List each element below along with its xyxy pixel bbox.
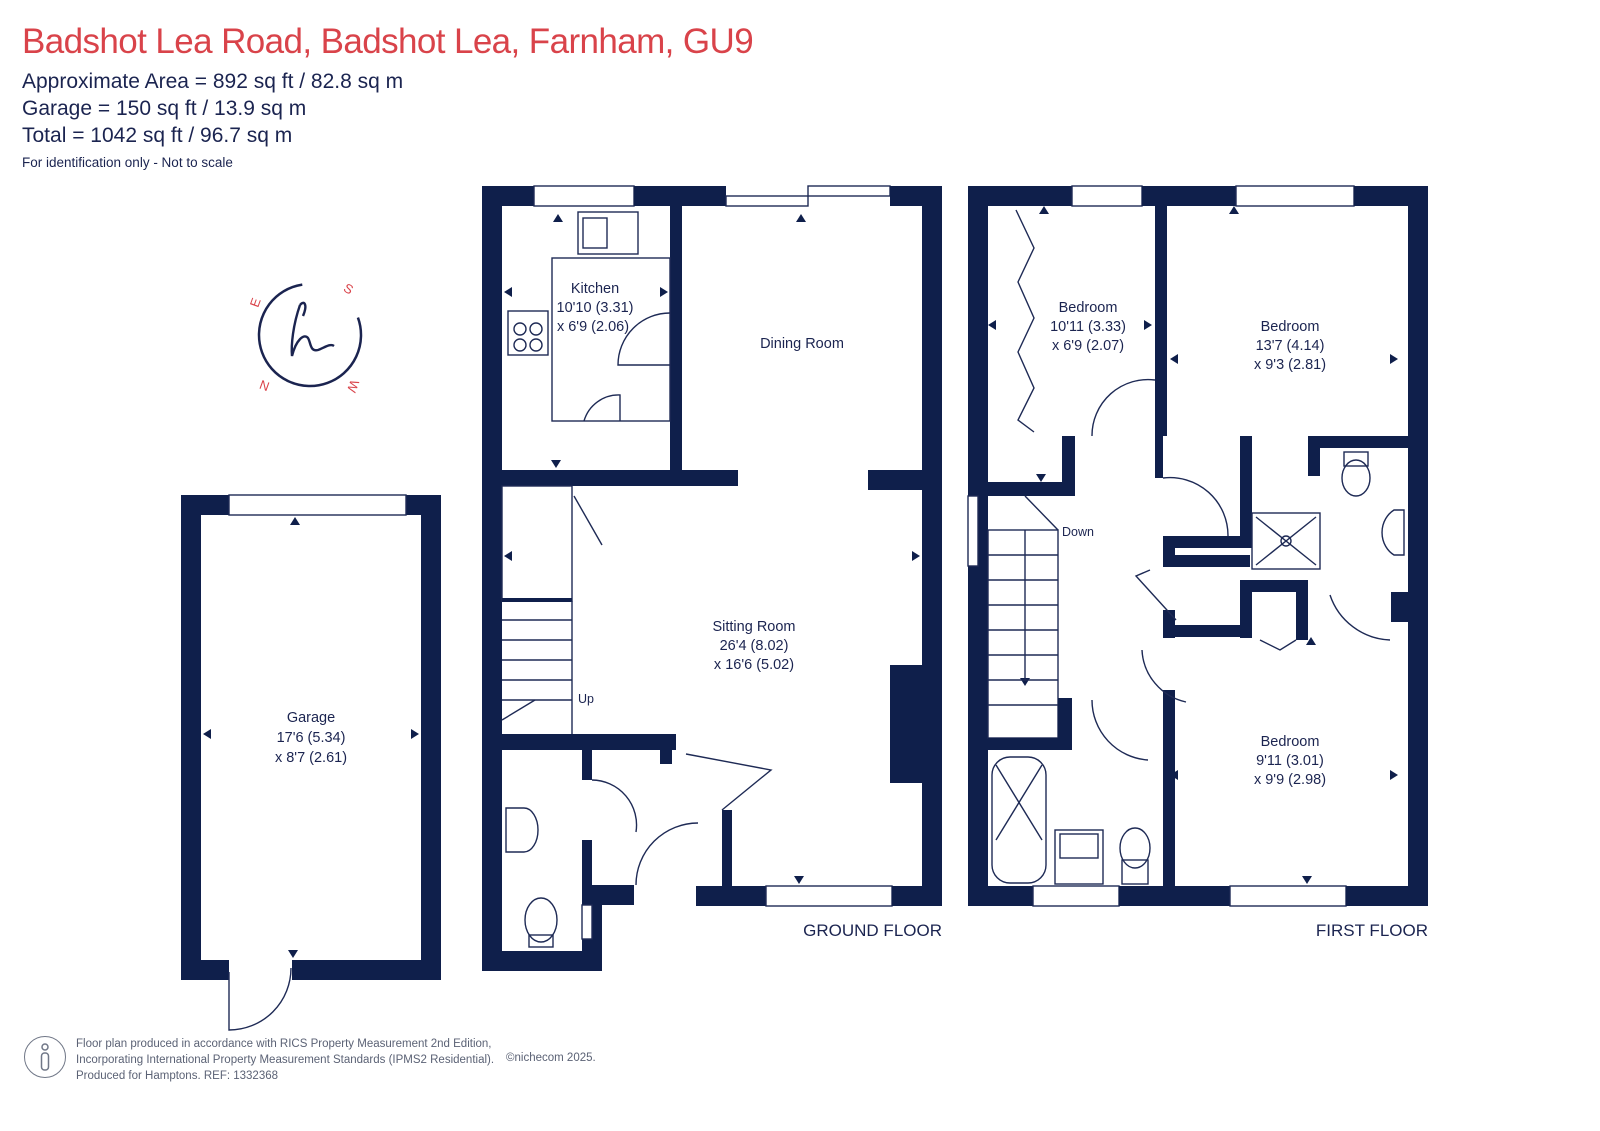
stairs-down-label: Down bbox=[1062, 525, 1094, 539]
approx-area: Approximate Area = 892 sq ft / 82.8 sq m bbox=[22, 70, 404, 93]
dining-room-label: Dining Room bbox=[760, 336, 844, 352]
dimension-arrows bbox=[203, 206, 1398, 958]
bedroom2-dim2: x 9'3 (2.81) bbox=[1254, 357, 1326, 373]
first-floor-label: FIRST FLOOR bbox=[1316, 921, 1428, 940]
bedroom2-dim1: 13'7 (4.14) bbox=[1256, 338, 1325, 354]
bedroom1-label: Bedroom bbox=[1059, 300, 1118, 316]
first-stairs: Down bbox=[987, 495, 1094, 739]
compass-logo: E S W N bbox=[247, 280, 363, 395]
footer-line1: Floor plan produced in accordance with R… bbox=[76, 1038, 492, 1050]
compass-w: W bbox=[344, 378, 363, 395]
toilet-icon bbox=[524, 897, 558, 948]
ensuite-basin-icon bbox=[1381, 509, 1405, 556]
garage-area: Garage = 150 sq ft / 13.9 sq m bbox=[22, 97, 307, 120]
compass-e: E bbox=[247, 296, 264, 310]
compass-monogram-icon bbox=[290, 304, 335, 357]
compass-n: N bbox=[257, 377, 271, 394]
ground-floor-label: GROUND FLOOR bbox=[803, 921, 942, 940]
bedroom3-dim1: 9'11 (3.01) bbox=[1256, 753, 1324, 769]
bath-icon bbox=[991, 756, 1047, 884]
wardrobe-doors bbox=[1015, 209, 1035, 433]
garage-label: Garage bbox=[287, 710, 335, 726]
sitting-room-dim1: 26'4 (8.02) bbox=[720, 638, 789, 654]
garage-plan: Garage 17'6 (5.34) x 8'7 (2.61) bbox=[181, 494, 441, 1031]
sitting-room-dim2: x 16'6 (5.02) bbox=[714, 657, 794, 673]
footer-copyright: ©nichecom 2025. bbox=[506, 1052, 596, 1064]
bedroom1-dim1: 10'11 (3.33) bbox=[1050, 319, 1126, 335]
garage-dim2: x 8'7 (2.61) bbox=[275, 750, 347, 766]
property-title: Badshot Lea Road, Badshot Lea, Farnham, … bbox=[22, 22, 754, 61]
footer-line3: Produced for Hamptons. REF: 1332368 bbox=[76, 1070, 279, 1082]
total-area: Total = 1042 sq ft / 96.7 sq m bbox=[22, 124, 293, 147]
bedroom3-label: Bedroom bbox=[1261, 734, 1320, 750]
footer-line2: Incorporating International Property Mea… bbox=[76, 1054, 495, 1066]
kitchen-dim2: x 6'9 (2.06) bbox=[557, 319, 629, 335]
shower-icon bbox=[1251, 512, 1321, 570]
plan-header: Badshot Lea Road, Badshot Lea, Farnham, … bbox=[22, 22, 754, 170]
sitting-room-label: Sitting Room bbox=[712, 619, 795, 635]
kitchen-dim1: 10'10 (3.31) bbox=[557, 300, 634, 316]
ground-stairs: Up bbox=[501, 601, 594, 734]
bathroom-toilet-icon bbox=[1119, 827, 1151, 885]
bedroom3-dim2: x 9'9 (2.98) bbox=[1254, 772, 1326, 788]
hob-icon bbox=[507, 310, 549, 356]
footer-disclaimer: Floor plan produced in accordance with R… bbox=[76, 1036, 494, 1084]
kitchen-label: Kitchen bbox=[571, 281, 619, 297]
ground-floor-plan: Up bbox=[203, 185, 1398, 971]
bedroom2-label: Bedroom bbox=[1261, 319, 1320, 335]
basin-icon bbox=[505, 807, 539, 853]
garage-dim1: 17'6 (5.34) bbox=[277, 730, 346, 746]
compass-s: S bbox=[341, 280, 356, 297]
bedroom1-dim2: x 6'9 (2.07) bbox=[1052, 338, 1124, 354]
first-floor-plan: Down bbox=[967, 185, 1428, 940]
stairs-up-label: Up bbox=[578, 692, 594, 706]
plan-footer: Floor plan produced in accordance with R… bbox=[24, 1036, 596, 1084]
scale-note: For identification only - Not to scale bbox=[22, 155, 233, 170]
info-icon bbox=[24, 1036, 66, 1078]
ensuite-toilet-icon bbox=[1341, 451, 1371, 497]
wash-basin-icon bbox=[1054, 829, 1104, 885]
